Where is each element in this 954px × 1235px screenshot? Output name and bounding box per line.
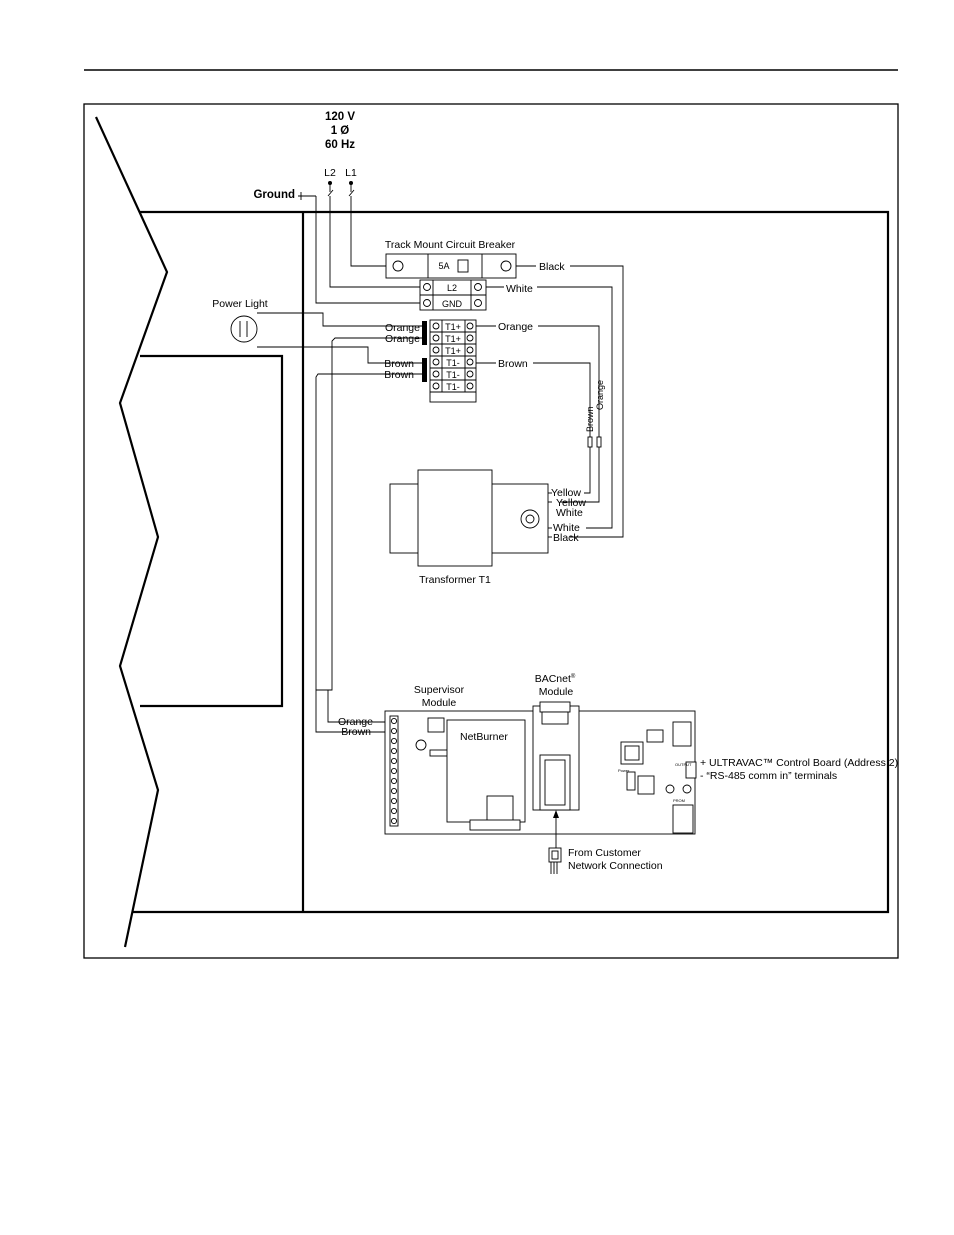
wire-label-orange-vertical: Orange — [595, 380, 605, 410]
board-terminal-screw — [390, 747, 398, 755]
wire-label-brown-2: Brown — [384, 369, 414, 381]
terminal-t1-plus-2: T1+ — [445, 334, 461, 344]
board-terminal-screw — [390, 807, 398, 815]
power-supply: 120 V 1 Ø 60 Hz L2 L1 Ground — [253, 111, 357, 201]
board-terminal-screw — [390, 797, 398, 805]
svg-text:OUTPUT: OUTPUT — [675, 762, 692, 767]
board-terminal-screw — [390, 727, 398, 735]
board-terminal-screw — [390, 817, 398, 825]
wire-label-orange-board: Orange — [338, 716, 373, 728]
wire-label-orange-right: Orange — [498, 321, 533, 333]
bacnet-name: BACnet — [535, 673, 571, 685]
circuit-breaker: Track Mount Circuit Breaker 5A — [385, 239, 517, 279]
board-terminal-screw — [390, 767, 398, 775]
svg-text:PROM: PROM — [673, 798, 685, 803]
supply-voltage: 120 V — [325, 111, 355, 123]
supervisor-label-2: Module — [422, 697, 457, 709]
terminal-t1-minus-1: T1- — [446, 358, 460, 368]
netburner-label: NetBurner — [460, 731, 508, 743]
terminal-t1-plus-3: T1+ — [445, 346, 461, 356]
bacnet-label-1: BACnet® — [535, 673, 576, 685]
wire-label-brown-vertical: Brown — [585, 406, 595, 432]
wire-label-orange-2: Orange — [385, 333, 420, 345]
cabinet-outline — [94, 116, 890, 948]
network-connection: From Customer Network Connection — [548, 810, 663, 874]
power-light: Power Light — [212, 298, 268, 343]
breaker-title: Track Mount Circuit Breaker — [385, 239, 516, 251]
network-label-1: From Customer — [568, 847, 641, 859]
wire-label-white-t2: White — [553, 522, 580, 534]
t1-terminal-strip: T1+ T1+ T1+ T1- T1- T1- — [422, 319, 477, 403]
wire-label-yellow-2: Yellow — [556, 497, 586, 509]
terminal-t1-plus-1: T1+ — [445, 322, 461, 332]
power-light-label: Power Light — [212, 298, 268, 310]
transformer-label: Transformer T1 — [419, 574, 491, 586]
svg-text:Power: Power — [618, 768, 630, 773]
terminal-gnd: GND — [442, 299, 463, 309]
terminal-block: L2 GND — [419, 279, 487, 311]
network-label-2: Network Connection — [568, 860, 663, 872]
wire-label-black-top: Black — [539, 261, 565, 273]
wire-label-white-top: White — [506, 283, 533, 295]
supply-l2-label: L2 — [324, 167, 336, 179]
board-terminal-screw — [390, 757, 398, 765]
supply-frequency: 60 Hz — [325, 139, 355, 151]
output-label-1: + ULTRAVAC™ Control Board (Address 2) — [700, 757, 898, 769]
output-label-2: - “RS-485 comm in” terminals — [700, 770, 837, 782]
bacnet-label-2: Module — [539, 686, 574, 698]
supply-l1-label: L1 — [345, 167, 357, 179]
terminal-t1-minus-3: T1- — [446, 382, 460, 392]
supervisor-board: Supervisor Module Orange Brown NetBurner… — [338, 684, 697, 835]
ground-label: Ground — [253, 189, 295, 201]
wire-label-yellow-1: Yellow — [551, 487, 581, 499]
supply-phase: 1 Ø — [331, 125, 350, 137]
board-terminal-screw — [390, 717, 398, 725]
wire-label-white-t1: White — [556, 507, 583, 519]
wire-label-orange-1: Orange — [385, 322, 420, 334]
transformer-t1: Transformer T1 — [389, 469, 552, 586]
wire-label-black-t: Black — [553, 532, 579, 544]
wire-label-brown-right: Brown — [498, 358, 528, 370]
board-terminal-screw — [390, 787, 398, 795]
terminal-t1-minus-2: T1- — [446, 370, 460, 380]
supervisor-label-1: Supervisor — [414, 684, 465, 696]
board-terminal-screw — [390, 777, 398, 785]
terminal-l2: L2 — [447, 283, 457, 293]
board-terminal-screw — [390, 737, 398, 745]
breaker-rating: 5A — [438, 261, 449, 271]
wire-label-brown-board: Brown — [341, 726, 371, 738]
registered-mark: ® — [571, 673, 576, 680]
wire-label-brown-1: Brown — [384, 358, 414, 370]
figure-frame — [83, 103, 899, 959]
